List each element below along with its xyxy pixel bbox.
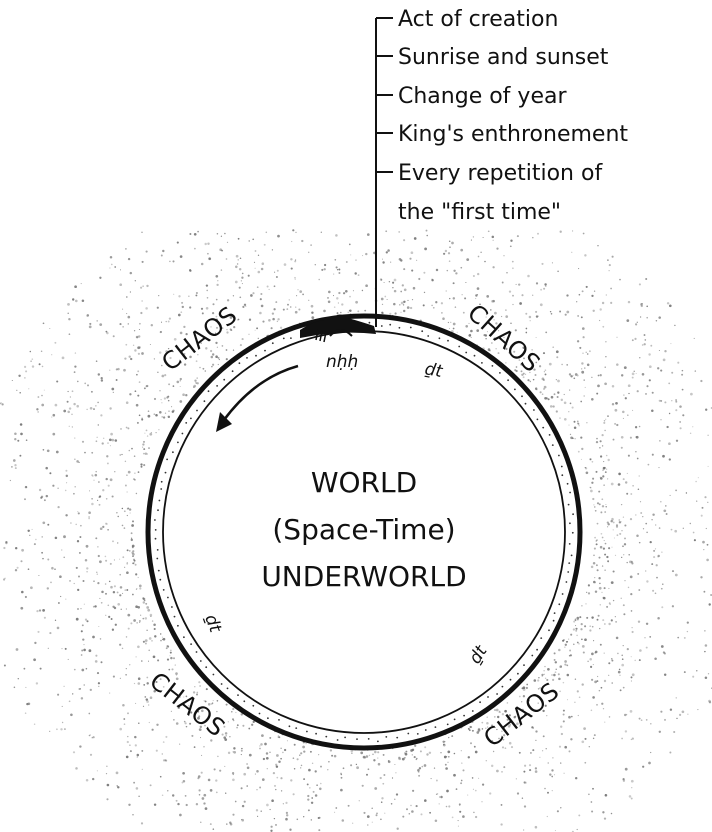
center-world: WORLD [311,466,417,499]
event-repetition-line2: the "first time" [398,200,561,225]
event-repetition-line1: Every repetition of [398,161,603,186]
event-bracket [376,18,393,172]
event-change-of-year: Change of year [398,84,567,109]
event-king-enthronement: King's enthronement [398,122,628,147]
event-sunrise-sunset: Sunrise and sunset [398,45,609,70]
nhh-label: nḥḥ [326,352,358,372]
event-act-of-creation: Act of creation [398,7,558,32]
center-space-time: (Space-Time) [272,513,455,546]
center-underworld: UNDERWORLD [261,560,466,593]
